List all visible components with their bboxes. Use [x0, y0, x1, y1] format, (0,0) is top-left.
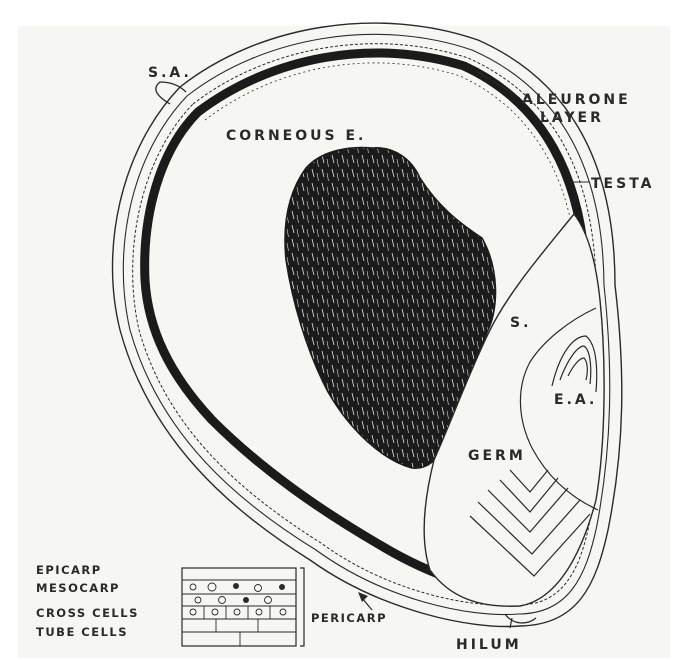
- pericarp-bracket: [300, 568, 304, 646]
- label-aleurone: ALEURONE: [522, 92, 631, 108]
- legend-mesocarp: MESOCARP: [36, 581, 120, 595]
- label-s: S.: [510, 315, 531, 331]
- label-layer: LAYER: [540, 110, 604, 126]
- label-testa: TESTA: [591, 176, 655, 192]
- label-ea: E.A.: [554, 392, 597, 408]
- label-germ: GERM: [468, 448, 526, 464]
- legend-epicarp: EPICARP: [36, 563, 102, 577]
- hilum-bump: [505, 614, 536, 623]
- label-corneous: CORNEOUS E.: [226, 128, 366, 144]
- legend-tube-cells: TUBE CELLS: [36, 625, 128, 639]
- pericarp-arrowhead: [358, 592, 368, 602]
- legend-cross-cells: CROSS CELLS: [36, 606, 139, 620]
- label-sa: S.A.: [148, 65, 192, 81]
- label-hilum: HILUM: [456, 637, 522, 653]
- pericarp-cell-box: [182, 568, 296, 646]
- label-pericarp: PERICARP: [311, 611, 387, 625]
